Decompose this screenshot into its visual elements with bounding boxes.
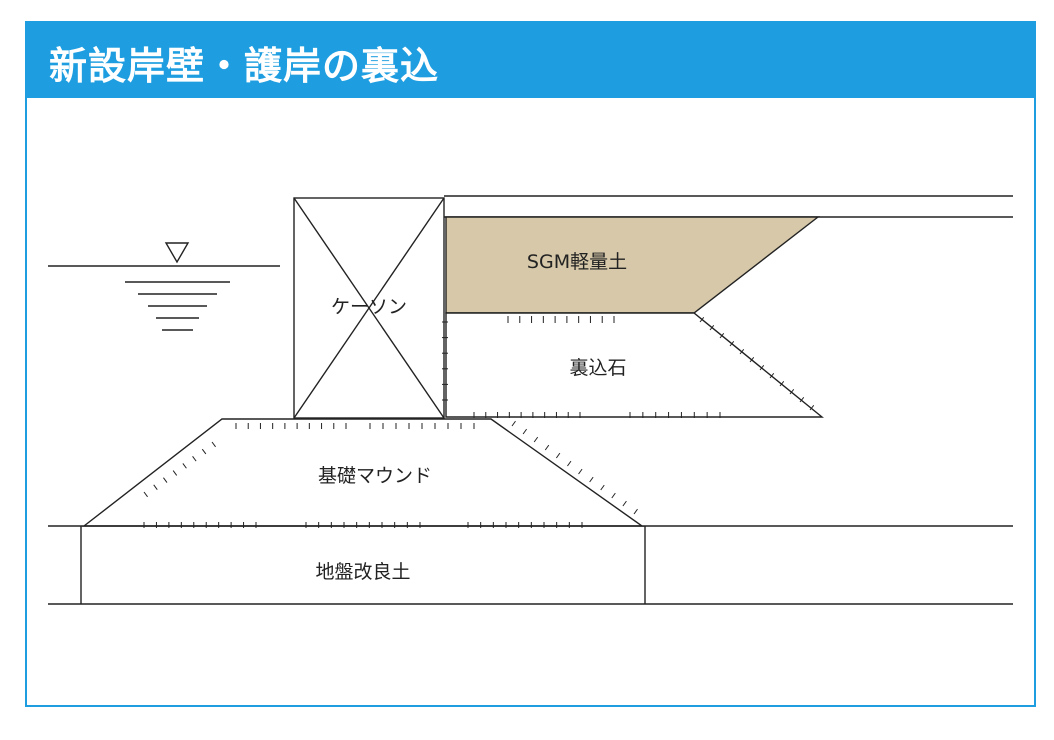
hatch-tick bbox=[143, 491, 148, 498]
hatch-tick bbox=[163, 477, 168, 483]
hatch-tick bbox=[600, 484, 605, 491]
title-bar: 新設岸壁・護岸の裏込 bbox=[27, 23, 1034, 98]
mound-label: 基礎マウンド bbox=[318, 465, 432, 487]
diagram-frame: 新設岸壁・護岸の裏込 bbox=[25, 21, 1036, 707]
backfill-stone-label: 裏込石 bbox=[569, 357, 626, 379]
hatch-tick bbox=[153, 484, 158, 490]
hatch-tick bbox=[182, 463, 187, 469]
sgm-lightweight-soil bbox=[445, 216, 821, 314]
hatch-marks bbox=[143, 316, 815, 528]
sgm-label: SGM軽量土 bbox=[527, 251, 627, 273]
hatch-tick bbox=[555, 452, 561, 459]
backfill-stone bbox=[445, 312, 824, 418]
water-level-triangle-icon bbox=[48, 242, 280, 331]
hatch-tick bbox=[511, 420, 516, 427]
hatch-tick bbox=[709, 325, 715, 331]
hatch-tick bbox=[522, 428, 528, 435]
hatch-tick bbox=[211, 441, 216, 448]
hatch-tick bbox=[719, 333, 725, 339]
hatch-tick bbox=[739, 349, 745, 355]
hatch-tick bbox=[192, 455, 197, 462]
hatch-tick bbox=[201, 448, 207, 455]
improved-soil-label: 地盤改良土 bbox=[315, 561, 410, 583]
seabed bbox=[48, 525, 1013, 605]
hatch-tick bbox=[589, 476, 594, 483]
hatch-tick bbox=[789, 389, 795, 395]
hatch-tick bbox=[172, 470, 178, 476]
hatch-tick bbox=[809, 405, 815, 411]
hatch-tick bbox=[633, 508, 638, 515]
hatch-tick bbox=[699, 317, 705, 323]
caisson-label: ケーソン bbox=[331, 296, 407, 318]
hatch-tick bbox=[759, 365, 765, 371]
hatch-tick bbox=[533, 436, 539, 443]
hatch-tick bbox=[578, 468, 583, 475]
caisson bbox=[293, 197, 445, 419]
hatch-tick bbox=[779, 381, 785, 387]
hatch-tick bbox=[544, 444, 550, 451]
hatch-tick bbox=[749, 357, 755, 363]
hatch-tick bbox=[611, 492, 616, 499]
hatch-tick bbox=[622, 500, 627, 507]
hatch-tick bbox=[567, 460, 572, 467]
hatch-tick bbox=[729, 341, 735, 347]
ground-surface bbox=[444, 195, 1013, 218]
hatch-tick bbox=[799, 397, 805, 403]
page-title: 新設岸壁・護岸の裏込 bbox=[49, 44, 440, 88]
hatch-tick bbox=[769, 373, 775, 379]
